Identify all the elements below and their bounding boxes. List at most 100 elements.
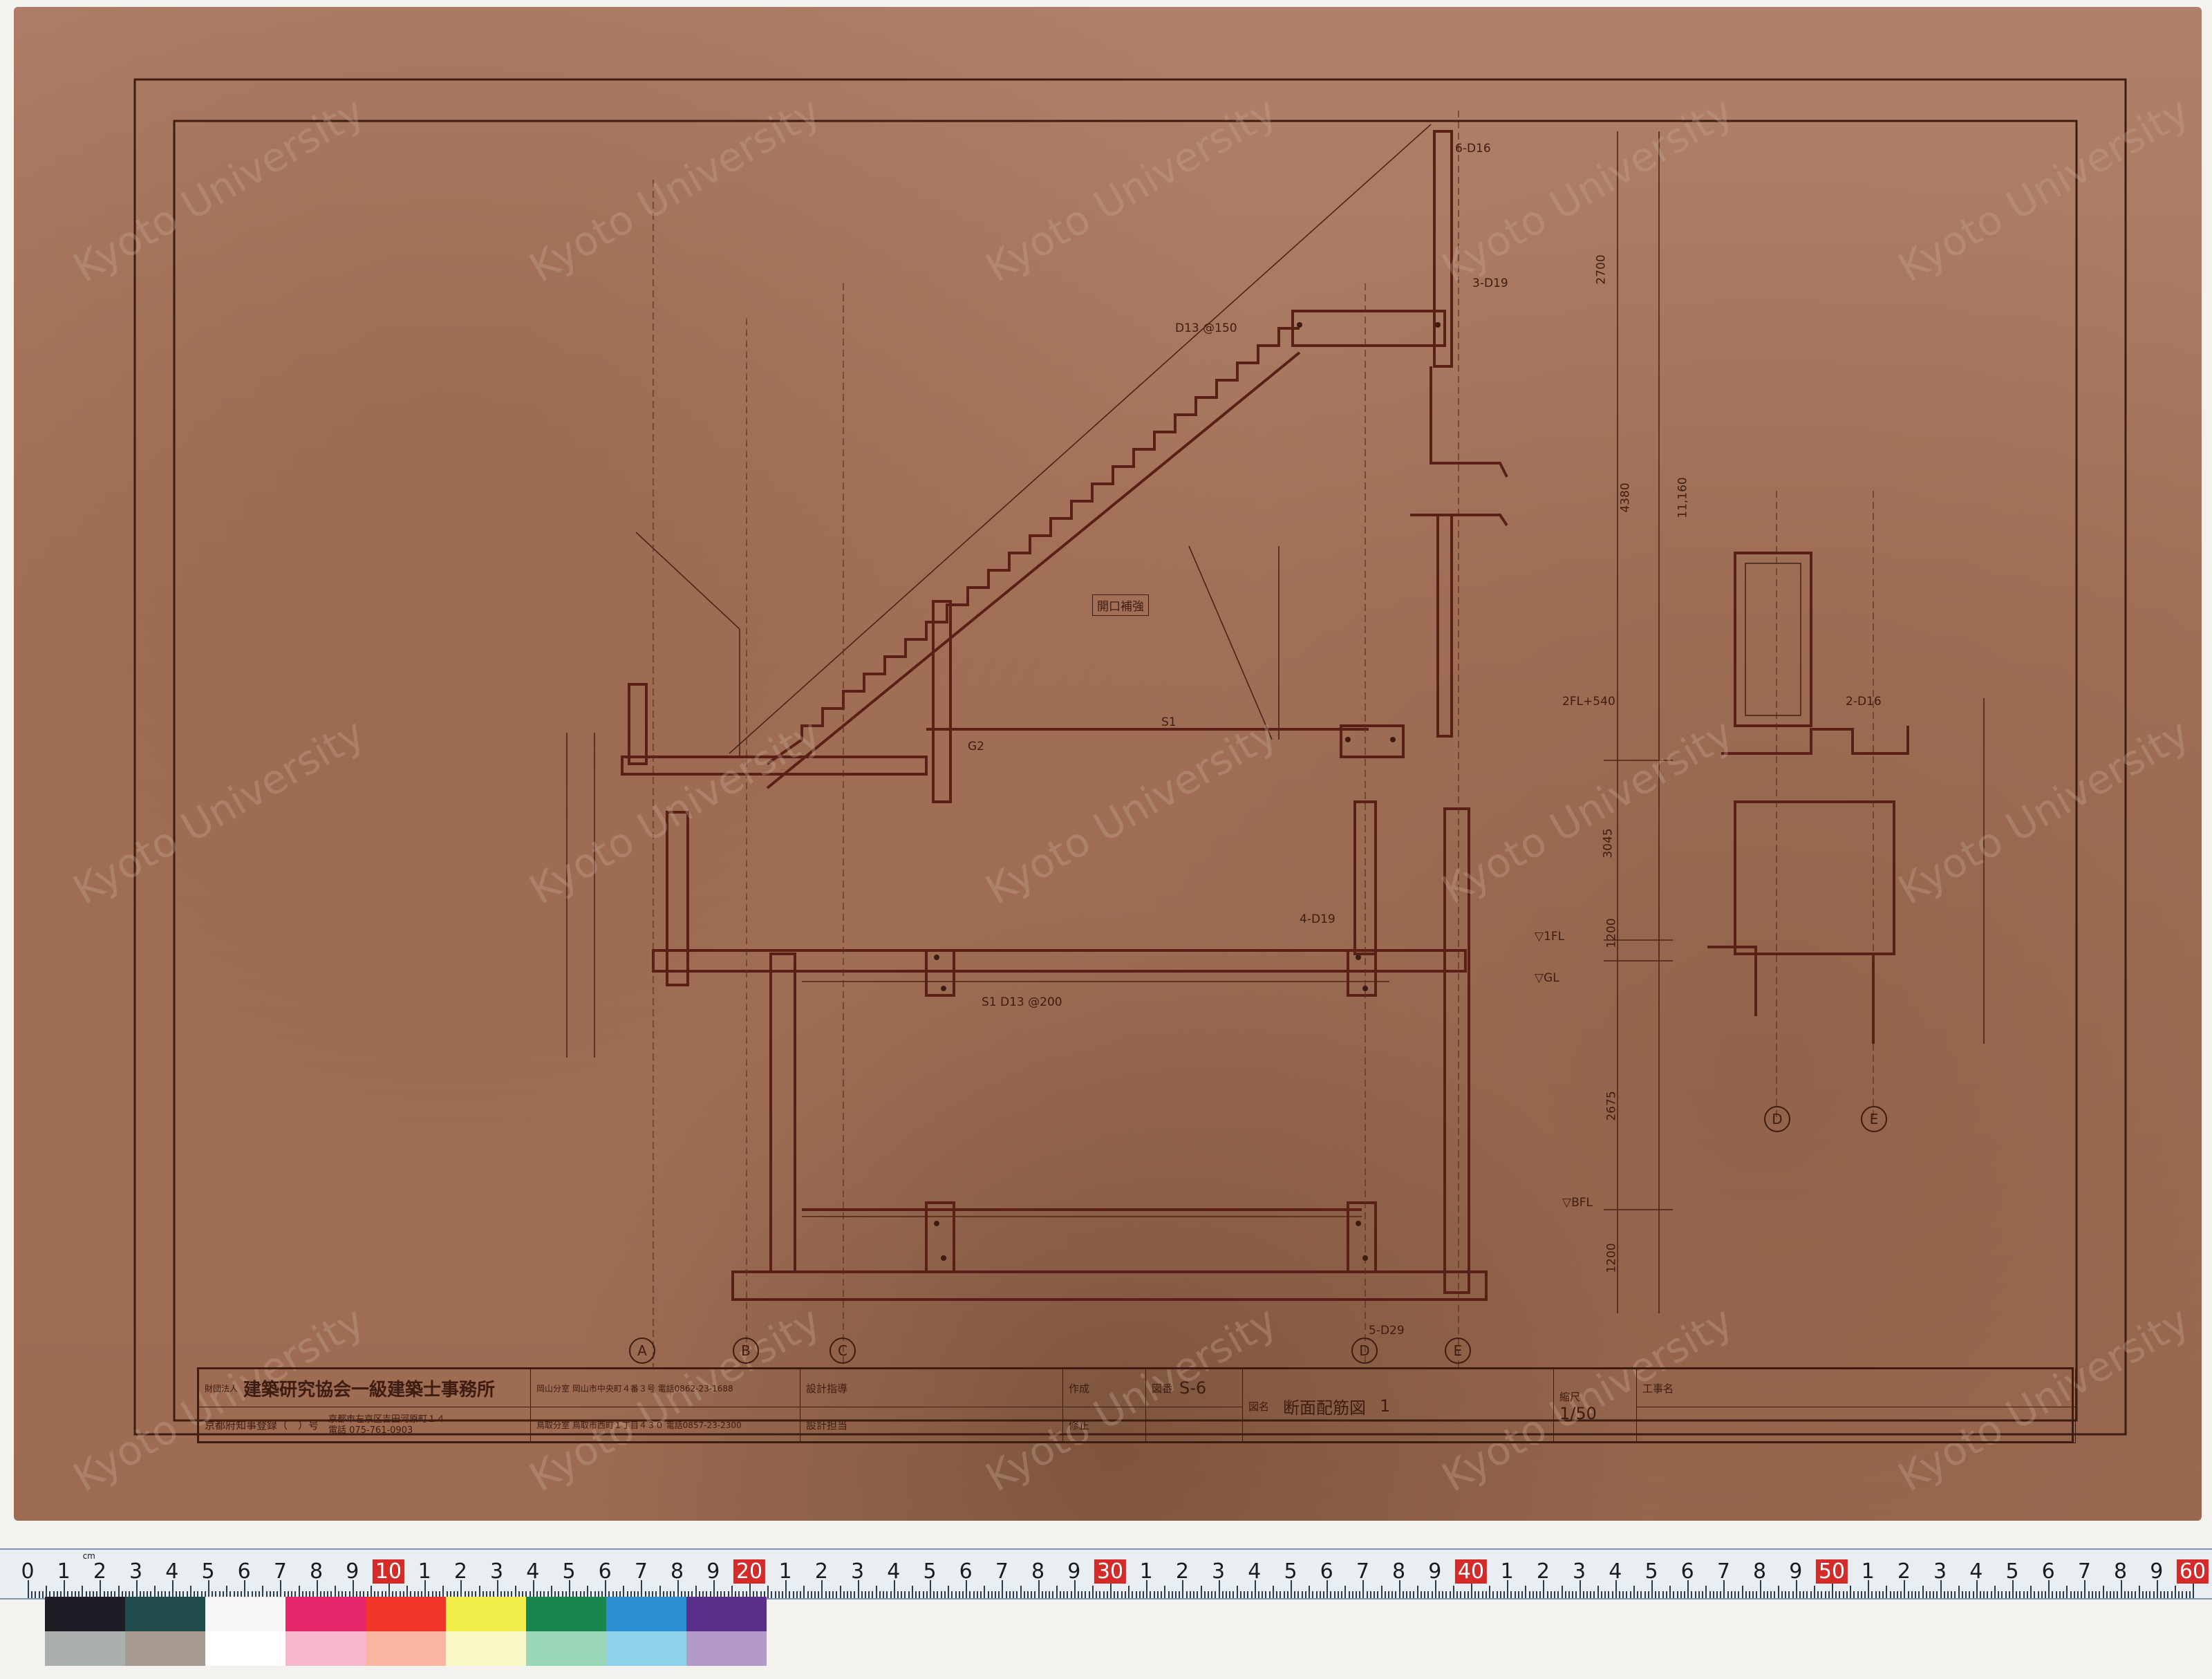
ruler-tick [1817,1591,1819,1598]
ruler-tick [753,1591,755,1598]
ruler-tick [1698,1591,1700,1598]
ruler-tick [1291,1580,1292,1598]
ruler-tick [579,1591,581,1598]
ruler-tick [374,1591,376,1598]
ruler-tick [2120,1580,2122,1598]
ruler-tick [1002,1580,1004,1598]
ruler-tick [1041,1591,1043,1598]
ruler-tick [251,1591,253,1598]
ruler-tick [872,1591,874,1598]
ruler-tick [2030,1586,2032,1598]
ruler-tick [402,1591,404,1598]
ruler-tick [1369,1591,1371,1598]
ruler-tick [1445,1591,1447,1598]
ruler-tick [1409,1591,1412,1598]
ruler-tick [572,1591,574,1598]
ruler-tick [96,1591,98,1598]
ruler-tick [1720,1591,1722,1598]
ruler-tick [670,1591,672,1598]
ruler-tick [1990,1591,1992,1598]
ruler-tick [1467,1591,1469,1598]
ruler-tick [937,1591,939,1598]
ruler-tick [1936,1591,1938,1598]
ruler-tick [717,1591,719,1598]
project-blank [1637,1407,2076,1443]
ruler-tick [244,1580,246,1598]
ruler-tick [298,1586,300,1598]
ruler-tick [165,1591,167,1598]
ruler-tick [749,1580,751,1598]
ruler-tick [496,1580,498,1598]
ruler-tick [1904,1580,1906,1598]
ruler-tick [1442,1591,1444,1598]
ruler-tick [410,1591,412,1598]
ruler-tick [467,1591,469,1598]
ruler-tick [208,1580,209,1598]
ruler-tick [259,1591,261,1598]
ruler-tick [1247,1591,1249,1598]
ruler-tick [601,1591,603,1598]
ruler-tick [1871,1591,1873,1598]
ruler-tick [46,1586,48,1598]
ruler-tick [879,1591,881,1598]
ruler-tick [493,1591,495,1598]
grid-axis-e: E [1445,1338,1471,1364]
ruler-tick [1074,1580,1076,1598]
ruler-tick [1561,1586,1563,1598]
ruler-number: 1 [57,1559,71,1584]
ruler-tick [2164,1591,2166,1598]
ruler-number: 6 [2041,1559,2055,1584]
annotation: 2FL+540 [1562,695,1615,709]
ruler-tick [294,1591,297,1598]
ruler-tick [1590,1591,1592,1598]
ruler-tick [428,1591,430,1598]
ruler-tick [1835,1591,1837,1598]
ruler-tick [1738,1591,1740,1598]
ruler-tick [2001,1591,2003,1598]
ruler-tick [532,1580,534,1598]
ruler-tick [763,1591,765,1598]
ruler-tick [337,1591,339,1598]
office-name: 建築研究協会一級建築士事務所 [243,1379,496,1400]
ruler-number: 20 [733,1559,766,1584]
ruler-number: 40 [1454,1559,1488,1584]
annotation: 5-D29 [1369,1324,1405,1338]
ruler-tick [1117,1591,1119,1598]
ruler-tick [1795,1580,1797,1598]
ruler-tick [67,1591,69,1598]
ruler-tick [1244,1591,1246,1598]
ruler-tick [1528,1591,1530,1598]
ruler-tick [666,1591,668,1598]
ruler-tick [655,1591,657,1598]
annotation: 4-D19 [1300,912,1335,926]
ruler-tick [1633,1586,1635,1598]
ruler-number: 6 [1320,1559,1333,1584]
ruler-number: 7 [995,1559,1009,1584]
ruler-tick [2066,1586,2068,1598]
ruler-tick [1463,1591,1465,1598]
ruler-tick [1510,1591,1512,1598]
ruler-tick [948,1586,950,1598]
ruler-tick [1954,1591,1956,1598]
ruler-tick [2193,1580,2194,1598]
ruler-tick [846,1591,848,1598]
ruler-tick [2034,1591,2036,1598]
ruler-number: 4 [887,1559,901,1584]
ruler-tick [1799,1591,1801,1598]
ruler-number: 60 [2176,1559,2209,1584]
drawing-name-cell: 図名 断面配筋図 1 [1243,1369,1554,1443]
ruler-tick [1380,1586,1382,1598]
ruler-tick [139,1591,141,1598]
ruler-tick [868,1591,870,1598]
ruler-tick [2005,1591,2007,1598]
ruler-tick [1416,1586,1418,1598]
ruler-tick [991,1591,993,1598]
ruler-tick [1341,1591,1343,1598]
ruler-tick [1161,1591,1163,1598]
ruler-tick [1564,1591,1566,1598]
ruler-tick [745,1591,747,1598]
ruler-tick [1280,1591,1282,1598]
ruler-tick [1197,1591,1199,1598]
ruler-number: 3 [1212,1559,1226,1584]
